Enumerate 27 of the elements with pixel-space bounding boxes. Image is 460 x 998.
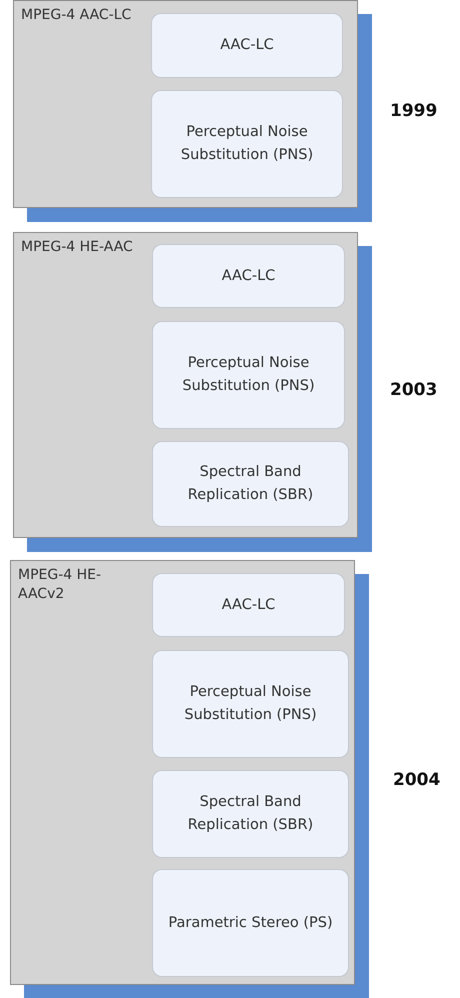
tool-box bbox=[152, 244, 345, 308]
tool-label: Spectral Band Replication (SBR) bbox=[186, 463, 314, 505]
tool-box bbox=[152, 650, 349, 758]
tool-label: Parametric Stereo (PS) bbox=[167, 914, 334, 932]
tool-label: AAC-LC bbox=[220, 266, 276, 286]
profile-title: MPEG-4 HE-AAC bbox=[21, 238, 134, 257]
tool-box bbox=[152, 573, 345, 637]
tool-box bbox=[151, 90, 343, 198]
profile-panel bbox=[13, 232, 358, 538]
profile-title: MPEG-4 HE-AACv2 bbox=[18, 566, 102, 604]
tool-label: Perceptual Noise Substitution (PNS) bbox=[181, 354, 316, 396]
tool-box bbox=[152, 770, 349, 858]
tool-box bbox=[152, 441, 349, 527]
profile-panel bbox=[10, 560, 355, 985]
tool-label: Spectral Band Replication (SBR) bbox=[186, 793, 314, 835]
tool-label: Perceptual Noise Substitution (PNS) bbox=[183, 683, 318, 725]
tool-label: AAC-LC bbox=[219, 36, 275, 55]
year-label: 1999 bbox=[390, 101, 438, 121]
tool-box bbox=[152, 321, 345, 429]
tool-box bbox=[151, 13, 343, 78]
profile-title: MPEG-4 AAC-LC bbox=[21, 6, 132, 25]
tool-box bbox=[152, 869, 349, 977]
profile-panel bbox=[13, 0, 358, 208]
year-label: 2003 bbox=[390, 380, 438, 400]
year-label: 2004 bbox=[393, 770, 440, 790]
tool-label: AAC-LC bbox=[220, 596, 276, 614]
tool-label: Perceptual Noise Substitution (PNS) bbox=[180, 123, 314, 165]
